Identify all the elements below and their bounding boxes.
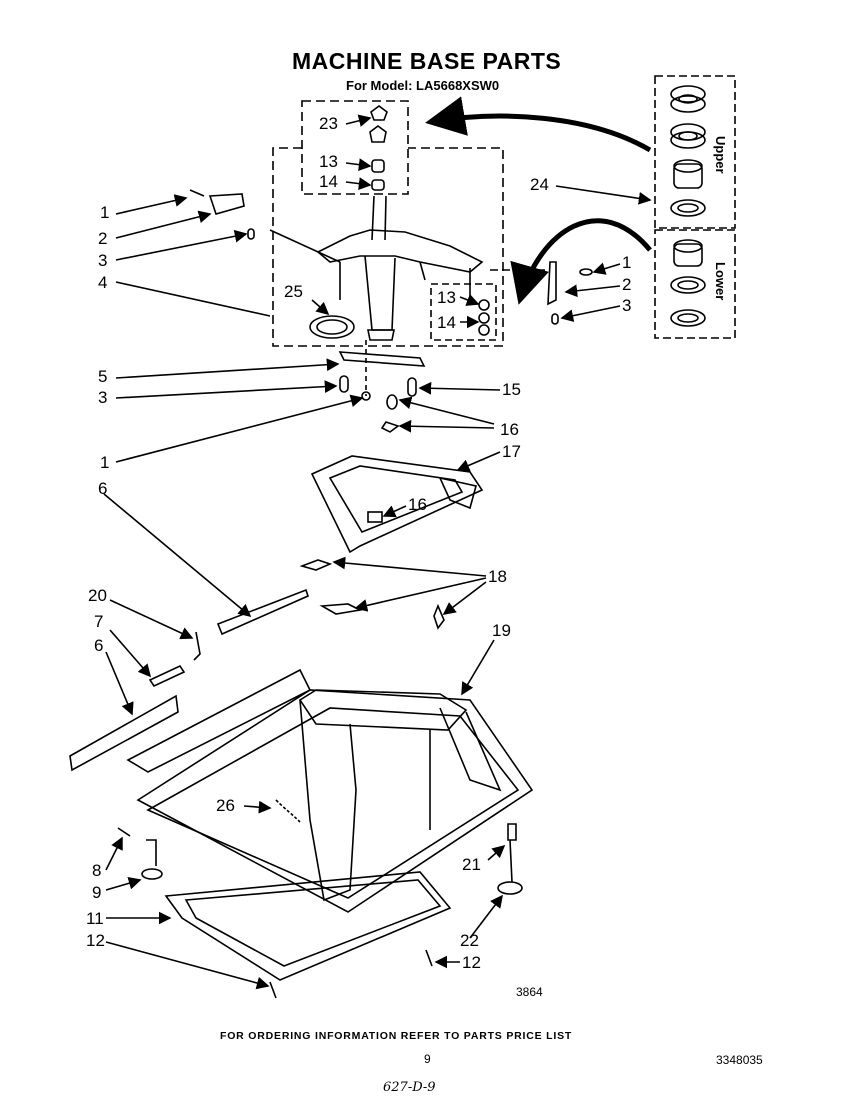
callout-5: 5 — [98, 367, 108, 386]
callout-16-lower: 16 — [408, 495, 427, 514]
callout-14-lower: 14 — [437, 313, 456, 332]
callout-2: 2 — [98, 229, 108, 248]
callout-22: 22 — [460, 931, 479, 950]
figure-number: 3864 — [516, 985, 543, 999]
callout-13-lower: 13 — [437, 288, 456, 307]
handwritten-note: 627-D-9 — [383, 1080, 436, 1095]
callout-14: 14 — [319, 172, 338, 191]
callout-3-mid: 3 — [98, 388, 108, 407]
callout-25: 25 — [284, 282, 303, 301]
page-title: MACHINE BASE PARTS — [292, 48, 562, 74]
lower-bearing-label: Lower — [713, 262, 728, 301]
callout-21: 21 — [462, 855, 481, 874]
callout-24: 24 — [530, 175, 549, 194]
mechanism-group-box — [272, 147, 504, 347]
callout-6: 6 — [98, 479, 108, 498]
callout-8: 8 — [92, 861, 102, 880]
frame-17 — [310, 455, 484, 554]
callout-17: 17 — [502, 442, 521, 461]
upper-nut-group-box — [301, 100, 409, 195]
callout-16: 16 — [500, 420, 519, 439]
callout-2-right: 2 — [622, 275, 632, 294]
upper-bearing-set — [670, 85, 706, 217]
callout-11: 11 — [86, 909, 104, 928]
upper-bearing-label: Upper — [713, 136, 728, 174]
gearcase-assembly — [269, 229, 484, 341]
callout-3-right: 3 — [622, 296, 632, 315]
callout-18: 18 — [488, 567, 507, 586]
ordering-note: FOR ORDERING INFORMATION REFER TO PARTS … — [220, 1030, 573, 1042]
callout-7: 7 — [94, 612, 104, 631]
callout-9: 9 — [92, 883, 102, 902]
callout-23: 23 — [319, 114, 338, 133]
callout-26: 26 — [216, 796, 235, 815]
callout-19: 19 — [492, 621, 511, 640]
callout-15: 15 — [502, 380, 521, 399]
callout-13: 13 — [319, 152, 338, 171]
base-frame — [126, 668, 534, 981]
rail-6-upper — [216, 588, 309, 636]
callout-3: 3 — [98, 251, 108, 270]
callout-12: 12 — [86, 931, 105, 950]
callout-6-lower: 6 — [94, 636, 104, 655]
callout-1-right: 1 — [622, 253, 632, 272]
callout-4: 4 — [98, 273, 108, 292]
page-number: 9 — [424, 1052, 431, 1066]
model-number: For Model: LA5668XSW0 — [346, 78, 500, 93]
rail-6-lower — [69, 694, 179, 772]
lower-bearing-set — [670, 239, 706, 327]
seal-25 — [309, 315, 355, 339]
callout-1: 1 — [100, 203, 110, 222]
lower-bearing-box — [654, 229, 736, 339]
callout-20: 20 — [88, 586, 107, 605]
callout-1-mid: 1 — [100, 453, 110, 472]
upper-bearing-box — [654, 75, 736, 229]
lower-nut-group-box — [430, 283, 497, 341]
document-number: 3348035 — [716, 1053, 763, 1067]
callout-12-right: 12 — [462, 953, 481, 972]
